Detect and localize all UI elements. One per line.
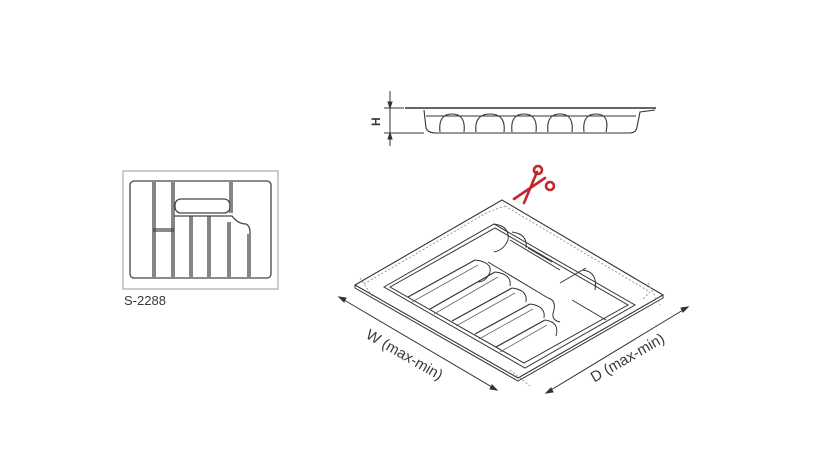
- height-label: H: [369, 117, 383, 126]
- height-dimension: [384, 91, 424, 146]
- tray-isometric-view: [353, 199, 665, 387]
- depth-dimension: [544, 306, 690, 394]
- product-thumbnail[interactable]: [122, 170, 279, 290]
- width-dimension: [337, 296, 499, 391]
- side-view: [405, 107, 656, 134]
- scissors-icon[interactable]: [512, 164, 556, 205]
- product-code-label: S-2288: [124, 293, 166, 308]
- depth-label: D (max-min): [588, 330, 668, 386]
